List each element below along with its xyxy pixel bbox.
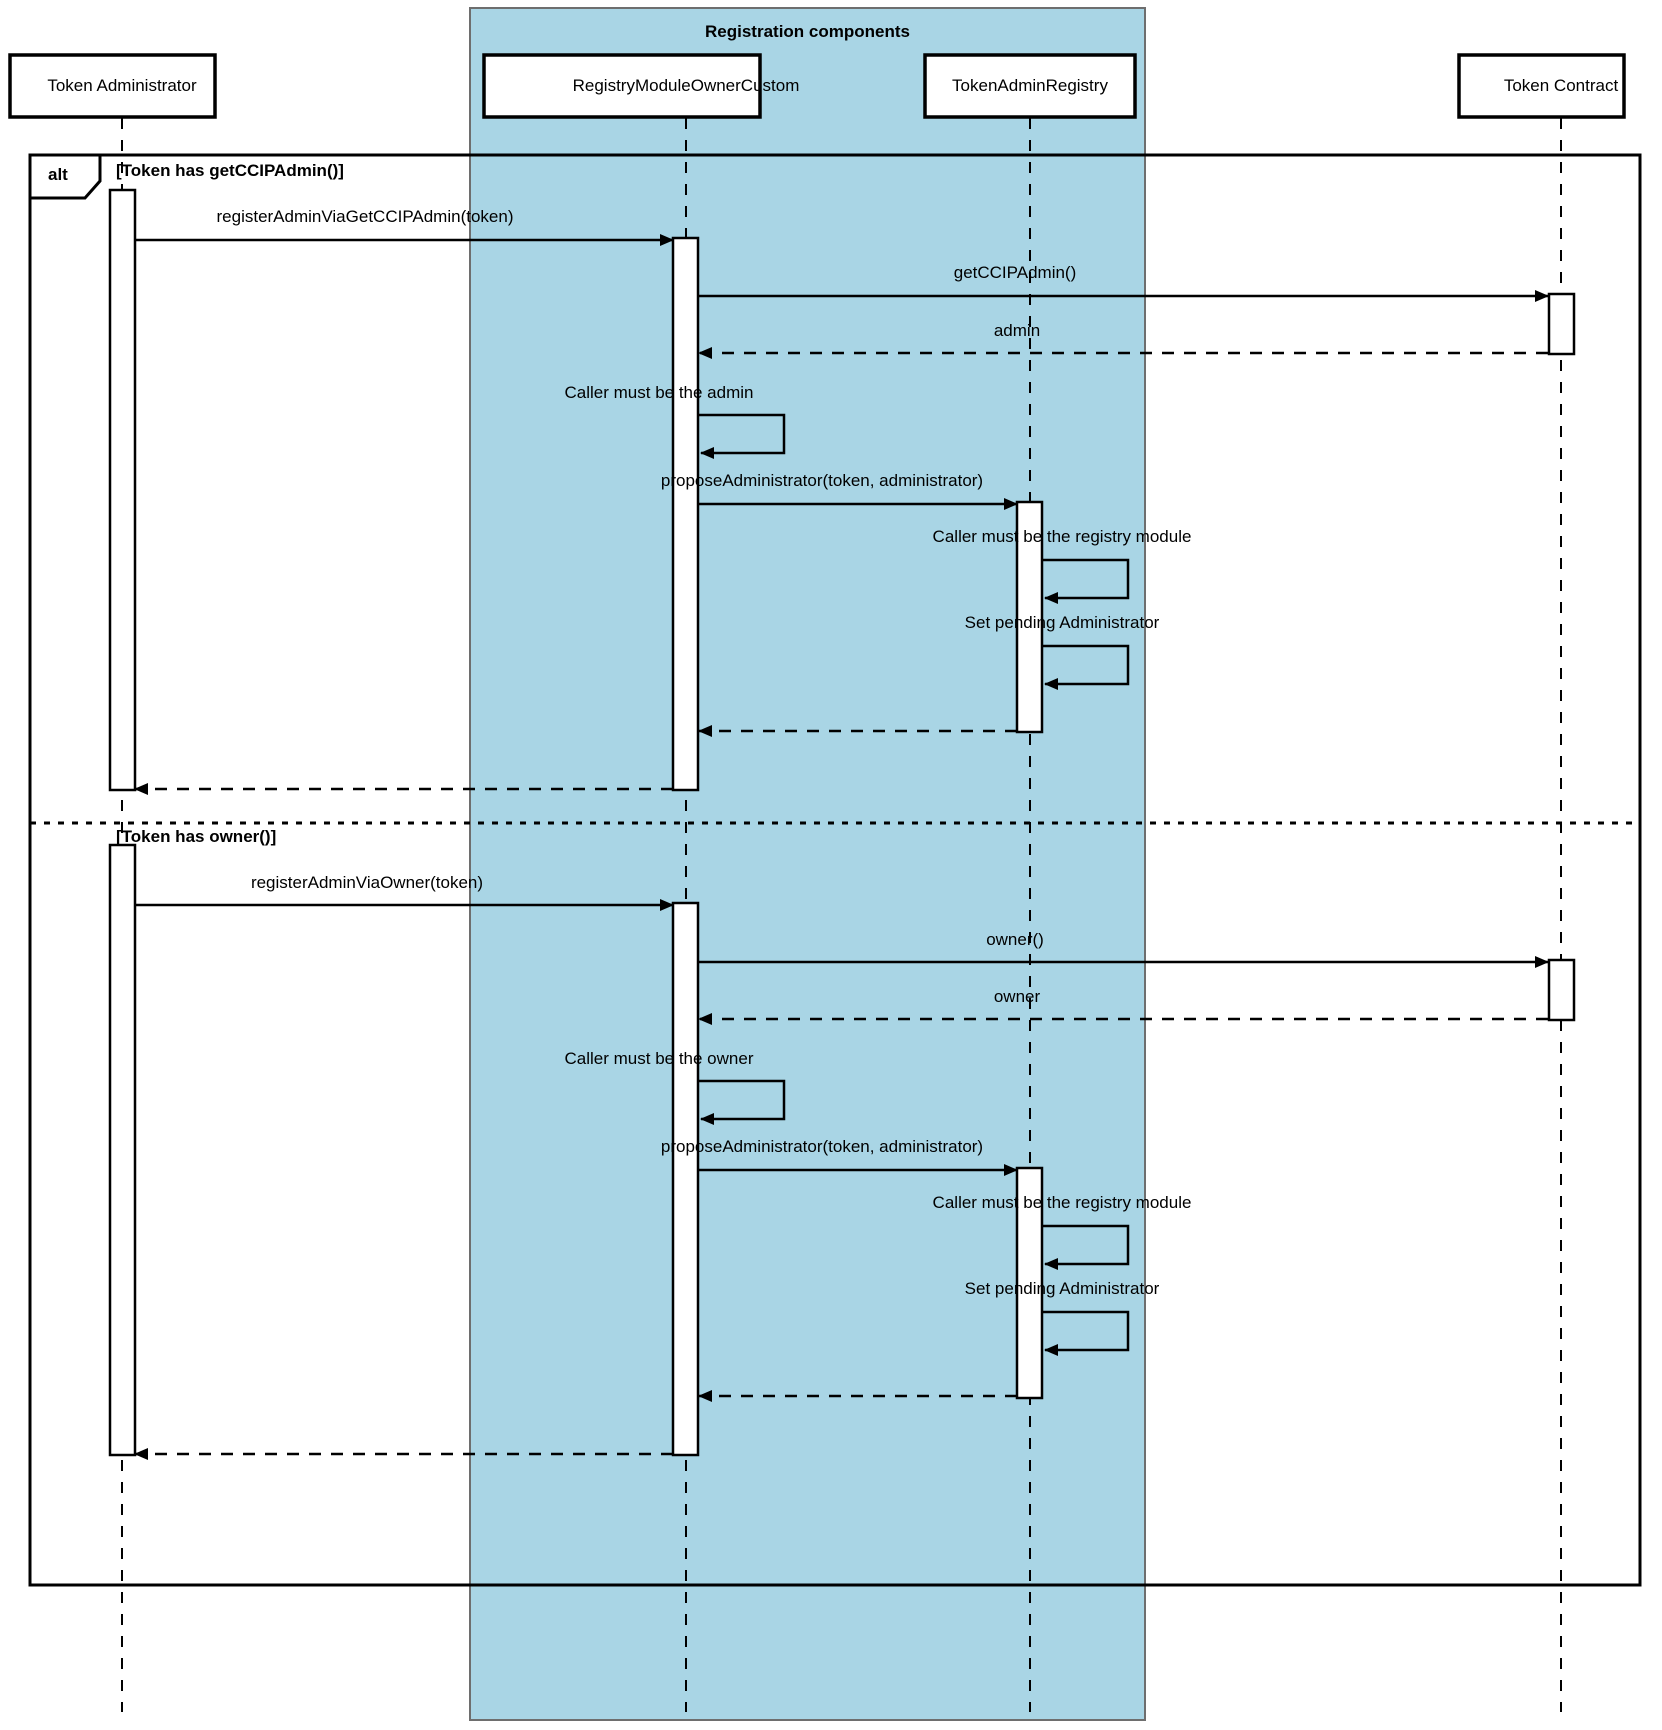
participant-label-registry_module: RegistryModuleOwnerCustom (572, 76, 800, 95)
messages-layer (134, 234, 1549, 1460)
group-box-layer (469, 7, 1146, 1721)
message-label-m16: Set pending Administrator (964, 1279, 1160, 1298)
participant-box-admin[interactable] (8, 53, 217, 119)
activation-bar-tar-7 (1015, 1166, 1044, 1400)
message-label-m4: Caller must be the admin (564, 383, 754, 402)
message-label-m7: Set pending Administrator (964, 613, 1160, 632)
alt-fragment-tag (28, 153, 102, 200)
activation-bar-tar-3 (1015, 500, 1044, 734)
alt-fragment-frame (28, 153, 1642, 1587)
message-label-m15: Caller must be the registry module (932, 1193, 1192, 1212)
activation-bar-admin-4 (108, 843, 137, 1457)
activation-bar-registry_module-1 (671, 236, 700, 792)
participant-boxes-layer (8, 53, 1626, 119)
participant-label-tar: TokenAdminRegistry (952, 76, 1108, 95)
message-label-m2: getCCIPAdmin() (953, 263, 1077, 282)
message-label-m12: owner (993, 987, 1041, 1006)
message-label-m6: Caller must be the registry module (932, 527, 1192, 546)
activation-bar-admin-0 (108, 188, 137, 792)
self-message-m15 (1043, 1224, 1130, 1270)
participant-box-registry_module[interactable] (482, 53, 762, 119)
message-label-m11: owner() (986, 930, 1044, 949)
group-box-title: Registration components (705, 22, 910, 41)
self-message-m6 (1043, 558, 1130, 604)
activation-bar-registry_module-5 (671, 901, 700, 1457)
message-label-m14: proposeAdministrator(token, administrato… (660, 1137, 984, 1156)
participant-box-token[interactable] (1457, 53, 1626, 119)
message-label-m1: registerAdminViaGetCCIPAdmin(token) (216, 207, 514, 226)
message-label-m13: Caller must be the owner (564, 1049, 754, 1068)
activation-bar-token-2 (1547, 292, 1576, 356)
participant-label-token: Token Contract (1503, 76, 1619, 95)
participant-box-tar[interactable] (923, 53, 1137, 119)
alt-fragment-label: alt (48, 165, 68, 184)
alt-fragment-layer (28, 153, 1642, 1587)
registration-components-group-box (469, 7, 1146, 1721)
message-label-m5: proposeAdministrator(token, administrato… (660, 471, 984, 490)
alt-guard-condition-1: [Token has owner()] (116, 827, 277, 846)
activation-bar-token-6 (1547, 958, 1576, 1022)
message-label-m3: admin (993, 321, 1041, 340)
self-message-m4 (699, 413, 786, 459)
activation-bars-layer (108, 188, 1576, 1457)
self-message-m13 (699, 1079, 786, 1125)
self-message-m7 (1043, 644, 1130, 690)
alt-guard-condition-0: [Token has getCCIPAdmin()] (116, 161, 344, 180)
participant-label-admin: Token Administrator (47, 76, 197, 95)
self-message-m16 (1043, 1310, 1130, 1356)
message-label-m10: registerAdminViaOwner(token) (250, 873, 484, 892)
